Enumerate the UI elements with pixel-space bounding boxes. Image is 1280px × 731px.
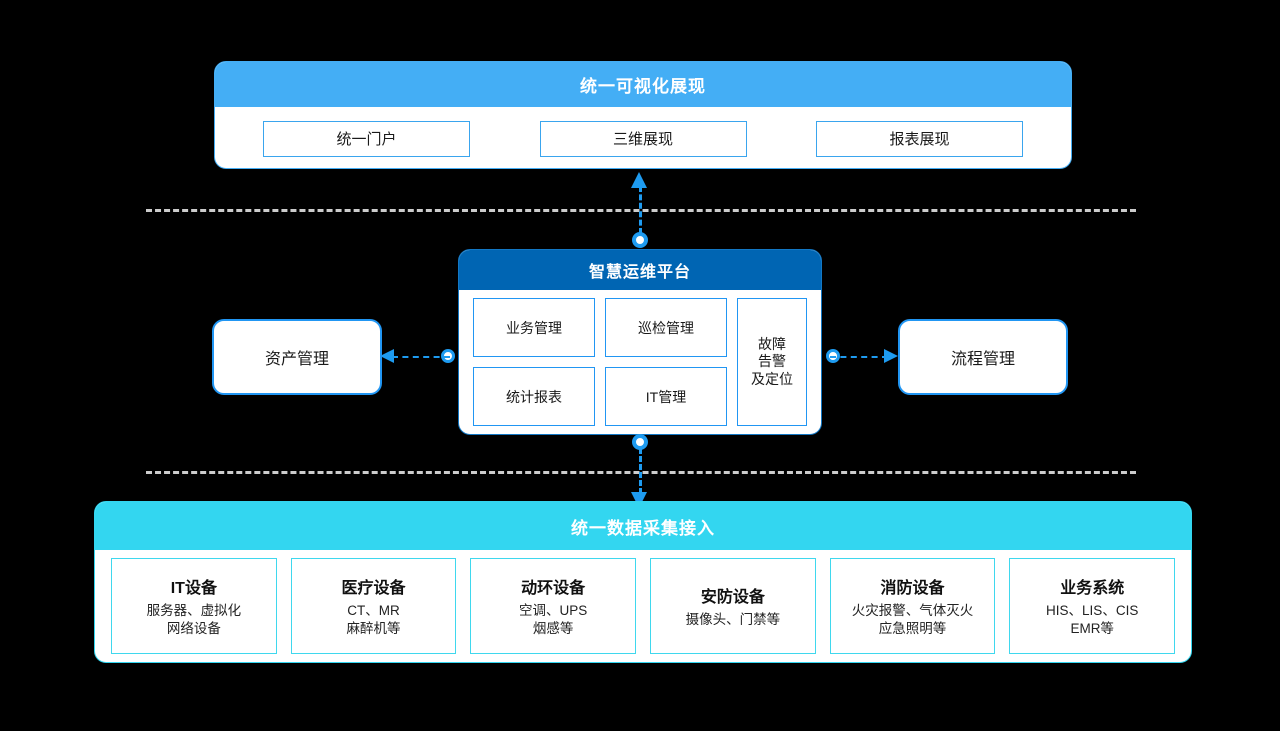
arrow-up-icon [631, 172, 647, 188]
device-card-fire[interactable]: 消防设备 火灾报警、气体灭火 应急照明等 [829, 558, 996, 654]
device-card-medical-subtitle: CT、MR 麻醉机等 [346, 602, 401, 636]
visualization-chip-3d-display[interactable]: 三维展现 [539, 120, 747, 157]
platform-module-it[interactable]: IT管理 [605, 367, 727, 426]
visualization-panel-title: 统一可视化展现 [215, 62, 1071, 107]
device-card-medical-title: 医疗设备 [341, 579, 406, 597]
device-card-it-subtitle: 服务器、虚拟化 网络设备 [146, 602, 242, 636]
visualization-chip-unified-portal[interactable]: 统一门户 [263, 120, 470, 157]
visualization-chip-row: 统一门户 三维展现 报表展现 [215, 107, 1071, 168]
device-card-it[interactable]: IT设备 服务器、虚拟化 网络设备 [111, 558, 277, 654]
visualization-panel: 统一可视化展现 统一门户 三维展现 报表展现 [214, 61, 1072, 169]
platform-panel-title: 智慧运维平台 [459, 250, 821, 290]
data-collection-panel: 统一数据采集接入 IT设备 服务器、虚拟化 网络设备 医疗设备 CT、MR 麻醉… [94, 501, 1192, 663]
device-card-power-environment-subtitle: 空调、UPS 烟感等 [519, 602, 588, 636]
process-management-box[interactable]: 流程管理 [898, 319, 1068, 395]
data-collection-panel-title: 统一数据采集接入 [95, 502, 1191, 550]
connector-platform-to-visualization [639, 186, 642, 234]
arrow-left-icon [380, 349, 394, 363]
connector-platform-to-collection [639, 448, 642, 494]
device-card-fire-subtitle: 火灾报警、气体灭火 应急照明等 [851, 602, 974, 636]
platform-module-fault-alarm-location[interactable]: 故障 告警 及定位 [737, 298, 807, 426]
platform-panel: 智慧运维平台 业务管理 巡检管理 统计报表 IT管理 故障 告警 及定位 [458, 249, 822, 435]
platform-module-grid: 业务管理 巡检管理 统计报表 IT管理 [473, 298, 727, 426]
platform-module-inspection[interactable]: 巡检管理 [605, 298, 727, 357]
device-card-medical[interactable]: 医疗设备 CT、MR 麻醉机等 [290, 558, 457, 654]
asset-management-box[interactable]: 资产管理 [212, 319, 382, 395]
device-card-security[interactable]: 安防设备 摄像头、门禁等 [650, 558, 816, 654]
device-card-security-title: 安防设备 [700, 588, 765, 606]
arrow-right-icon [884, 349, 898, 363]
device-card-fire-title: 消防设备 [880, 579, 945, 597]
device-card-it-title: IT设备 [170, 579, 217, 597]
platform-module-area: 业务管理 巡检管理 统计报表 IT管理 故障 告警 及定位 [459, 290, 821, 434]
device-card-business-system-subtitle: HIS、LIS、CIS EMR等 [1046, 602, 1139, 636]
platform-module-business[interactable]: 业务管理 [473, 298, 595, 357]
connector-platform-to-asset [392, 356, 450, 358]
platform-module-statistics[interactable]: 统计报表 [473, 367, 595, 426]
device-card-business-system-title: 业务系统 [1060, 579, 1125, 597]
visualization-chip-report-display[interactable]: 报表展现 [816, 120, 1023, 157]
device-card-power-environment-title: 动环设备 [521, 579, 586, 597]
device-card-security-subtitle: 摄像头、门禁等 [685, 611, 781, 627]
device-card-power-environment[interactable]: 动环设备 空调、UPS 烟感等 [470, 558, 637, 654]
device-card-business-system[interactable]: 业务系统 HIS、LIS、CIS EMR等 [1009, 558, 1176, 654]
connector-platform-to-process [830, 356, 888, 358]
node-dot-platform-top [632, 232, 648, 248]
device-card-row: IT设备 服务器、虚拟化 网络设备 医疗设备 CT、MR 麻醉机等 动环设备 空… [95, 550, 1191, 662]
